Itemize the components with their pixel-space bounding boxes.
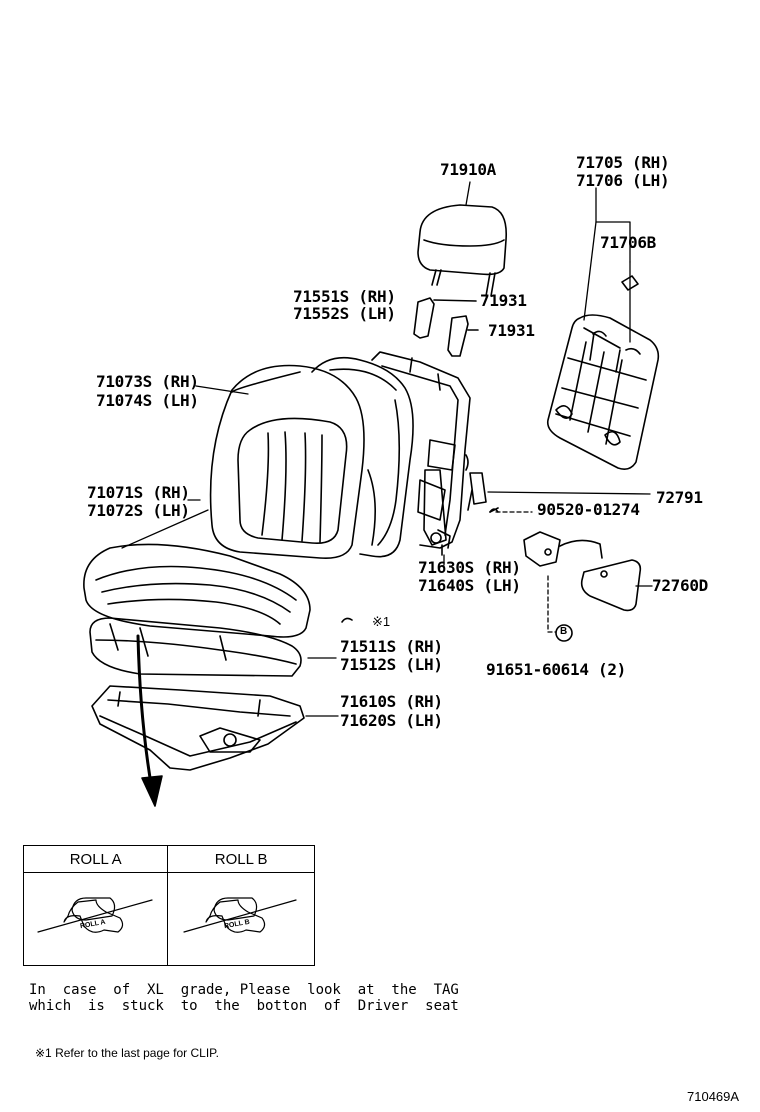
roll-b-header: ROLL B [167, 845, 315, 873]
part-91651-label: 91651-60614 (2) [486, 660, 626, 679]
seat-frame-drawing [91, 685, 305, 771]
part-71931-label-lower: 71931 [488, 321, 535, 340]
headrest-support-drawing [413, 297, 479, 357]
recliner-drawing [423, 469, 447, 556]
clip-note: ※1 Refer to the last page for CLIP. [35, 1046, 219, 1060]
board-clip-drawing [621, 275, 639, 291]
part-71620S-label: 71620S (LH) [340, 711, 443, 730]
part-71071S-label: 71071S (RH) [87, 483, 190, 502]
part-72791-label: 72791 [656, 488, 703, 507]
part-71551S-label: 71551S (RH) [293, 287, 396, 306]
part-71074S-label: 71074S (LH) [96, 391, 199, 410]
part-71512S-label: 71512S (LH) [340, 655, 443, 674]
headrest-drawing [417, 204, 508, 297]
seatback-cover-drawing [209, 364, 365, 560]
part-71640S-label: 71640S (LH) [418, 576, 521, 595]
part-71610S-label: 71610S (RH) [340, 692, 443, 711]
roll-a-tag-text: ROLL A [79, 918, 107, 931]
lever-drawing [469, 472, 642, 612]
roll-a-cell: ROLL A [22, 872, 169, 966]
part-71910A-label: 71910A [440, 160, 496, 179]
part-71511S-label: 71511S (RH) [340, 637, 443, 656]
roll-b-tag-text: ROLL B [223, 918, 251, 931]
figure-id: 710469A [687, 1089, 740, 1104]
clip-reference-mark: ※1 [372, 614, 391, 629]
bolt-symbol-circle [555, 624, 573, 642]
bolt-symbol-letter: B [560, 626, 568, 637]
seat-cushion-pad-drawing [89, 617, 302, 677]
roll-a-header: ROLL A [22, 845, 169, 873]
roll-b-cell: ROLL B [167, 872, 315, 966]
part-71706-label: 71706 (LH) [576, 171, 670, 190]
clip-symbol [341, 617, 353, 623]
leader-lines [121, 181, 653, 717]
part-71931-label-upper: 71931 [480, 291, 527, 310]
seatback-pad-drawing [311, 356, 414, 558]
part-71705-label: 71705 (RH) [576, 153, 670, 172]
part-71706B-label: 71706B [600, 233, 656, 252]
seat-cushion-cover-drawing [83, 543, 311, 638]
part-90520-label: 90520-01274 [537, 500, 640, 519]
part-71630S-label: 71630S (RH) [418, 558, 521, 577]
part-72760D-label: 72760D [652, 576, 708, 595]
part-71072S-label: 71072S (LH) [87, 501, 190, 520]
direction-arrow [136, 634, 163, 807]
seatback-frame-drawing [371, 351, 473, 549]
part-71073S-label: 71073S (RH) [96, 372, 199, 391]
part-71552S-label: 71552S (LH) [293, 304, 396, 323]
grade-note-line-1: In case of XL grade, Please look at the … [29, 982, 459, 998]
grade-note-line-2: which is stuck to the botton of Driver s… [29, 998, 459, 1014]
roll-tag-table: ROLL A ROLL B ROLL A ROLL B [22, 845, 315, 966]
seatback-board-drawing [546, 314, 660, 470]
